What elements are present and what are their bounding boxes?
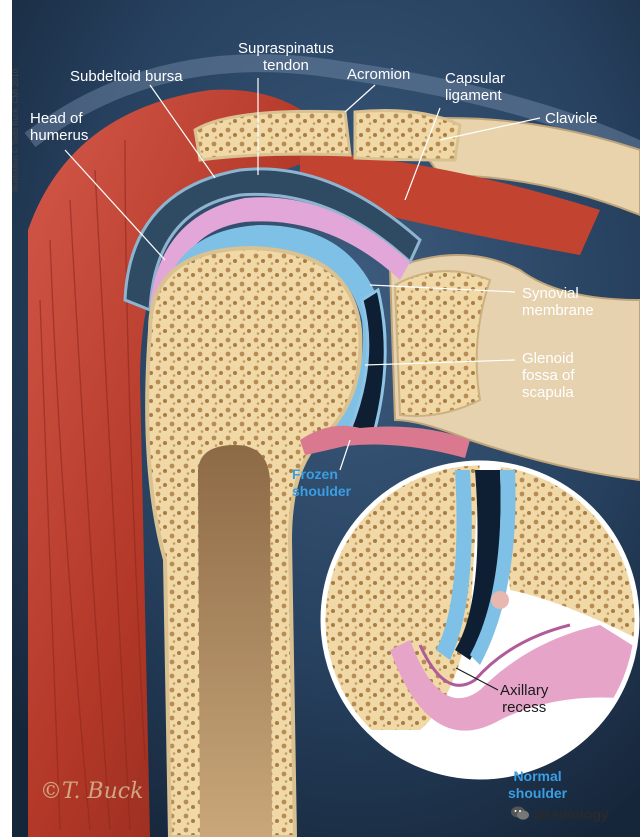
label-axillary-recess: Axillary recess (500, 682, 549, 716)
medullary-cavity (198, 445, 272, 837)
watermark-text: jxradiology (534, 806, 609, 822)
axillary-leader (455, 667, 499, 691)
supraspinatus-tendon (150, 197, 410, 310)
label-capsular-ligament: Capsular ligament (445, 70, 506, 104)
label-glenoid-fossa: Glenoid fossa of scapula (522, 350, 575, 401)
supraspinatus-muscle (300, 150, 600, 255)
clavicle-bone (398, 117, 640, 217)
skin-outline (24, 54, 640, 159)
label-supraspinatus: Supraspinatus tendon (238, 40, 334, 74)
label-head-of-humerus: Head of humerus (30, 110, 89, 144)
label-frozen-shoulder: Frozen shoulder (292, 466, 352, 499)
label-synovial-membrane: Synovial membrane (522, 285, 594, 319)
subdeltoid-bursa (123, 167, 422, 313)
label-subdeltoid-bursa: Subdeltoid bursa (70, 68, 183, 85)
credit-line: Illustration © Todd Buck, CMI 2010 (11, 68, 20, 192)
wechat-icon (511, 806, 529, 820)
label-acromion: Acromion (347, 66, 411, 83)
glenoid-fossa (393, 270, 492, 417)
acromion-bone (193, 109, 352, 162)
label-normal-shoulder: Normal shoulder (508, 768, 568, 801)
artist-signature: ©T. Buck (40, 779, 144, 804)
contracted-capsule (300, 425, 470, 458)
label-clavicle: Clavicle (545, 110, 598, 127)
deltoid-muscle (28, 89, 340, 837)
clavicle-end (353, 109, 462, 162)
